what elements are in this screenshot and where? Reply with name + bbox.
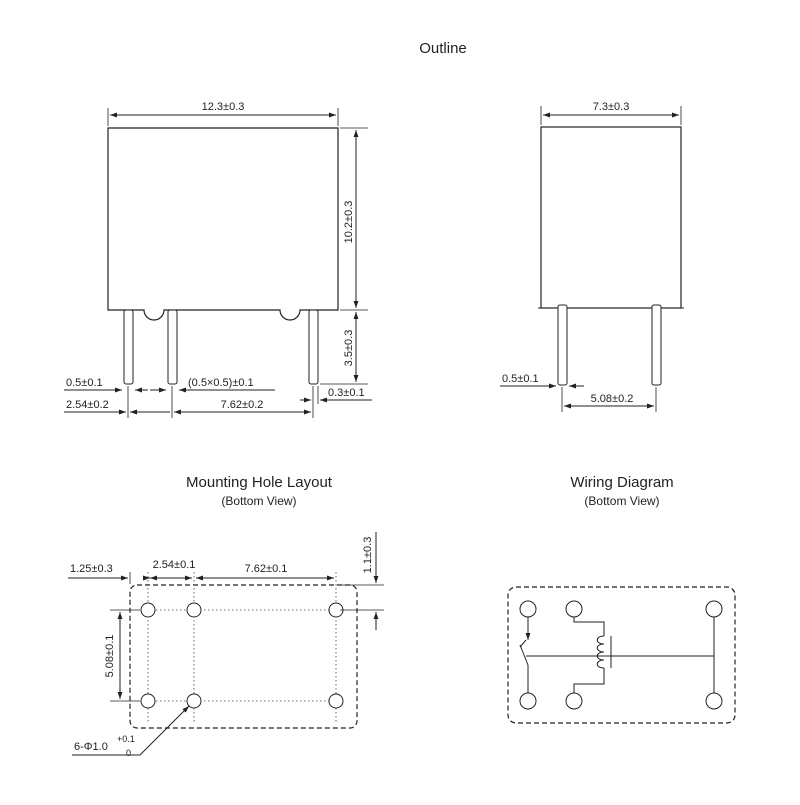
top-offset-label: 1.1±0.3 <box>362 537 374 574</box>
front-pin-1 <box>123 309 134 385</box>
mounting-subtitle: (Bottom View) <box>221 494 296 508</box>
outline-title: Outline <box>419 40 467 57</box>
relay-body-side <box>540 126 682 309</box>
side-width-label: 7.3±0.3 <box>593 101 630 113</box>
pin-section-label: (0.5×0.5)±0.1 <box>188 377 254 389</box>
hole-callout-label: 6-Φ1.0 <box>74 741 108 753</box>
side-pin-2 <box>651 304 662 386</box>
front-pitch-large-label: 7.62±0.2 <box>221 399 264 411</box>
edge-label: 1.25±0.3 <box>70 563 113 575</box>
mount-hole-1 <box>140 602 156 618</box>
side-pin-dia-label: 0.5±0.1 <box>502 373 539 385</box>
wiring-subtitle: (Bottom View) <box>584 494 659 508</box>
mount-hole-5 <box>186 693 202 709</box>
hole-tol-minus: 0 <box>126 748 131 758</box>
front-view: 12.3±0.3 10.2±0.3 3.5±0.3 0.5±0.1 (0.5×0… <box>64 101 372 418</box>
mount-hole-6 <box>328 693 344 709</box>
terminal-5 <box>565 692 583 710</box>
side-pin-1 <box>557 304 568 386</box>
coil-lead-bottom <box>573 668 605 693</box>
mount-hole-2 <box>186 602 202 618</box>
terminal-4 <box>519 692 537 710</box>
side-pitch-label: 5.08±0.2 <box>591 393 634 405</box>
terminal-3 <box>705 600 723 618</box>
front-pin-dia-label: 0.5±0.1 <box>66 377 103 389</box>
front-pin-2 <box>167 309 178 385</box>
pin-length-label: 3.5±0.3 <box>343 330 355 367</box>
wiring-diagram <box>507 586 736 724</box>
pitch-small-label: 2.54±0.1 <box>153 559 196 571</box>
coil-lead-top <box>573 617 605 636</box>
switch-arm <box>519 644 529 666</box>
relay-body-front <box>107 127 339 321</box>
front-pitch-small-label: 2.54±0.2 <box>66 399 109 411</box>
front-height-label: 10.2±0.3 <box>343 201 355 244</box>
mounting-outline <box>129 584 358 729</box>
terminal-2 <box>565 600 583 618</box>
front-width-label: 12.3±0.3 <box>202 101 245 113</box>
terminal-1 <box>519 600 537 618</box>
front-pin-3 <box>308 309 319 385</box>
mounting-title: Mounting Hole Layout <box>186 474 333 491</box>
wiring-outline <box>507 586 736 724</box>
side-view: 7.3±0.3 0.5±0.1 5.08±0.2 <box>500 101 684 412</box>
hole-tol-plus: +0.1 <box>117 734 135 744</box>
coil-winding <box>596 635 605 669</box>
pitch-large-label: 7.62±0.1 <box>245 563 288 575</box>
wiring-title: Wiring Diagram <box>570 474 673 491</box>
edge-offset-label: 0.3±0.1 <box>328 387 365 399</box>
mount-hole-4 <box>140 693 156 709</box>
row-pitch-label: 5.08±0.1 <box>104 635 116 678</box>
mounting-hole-layout: 1.25±0.3 2.54±0.1 7.62±0.1 1.1±0.3 5.08±… <box>68 532 384 758</box>
terminal-6 <box>705 692 723 710</box>
